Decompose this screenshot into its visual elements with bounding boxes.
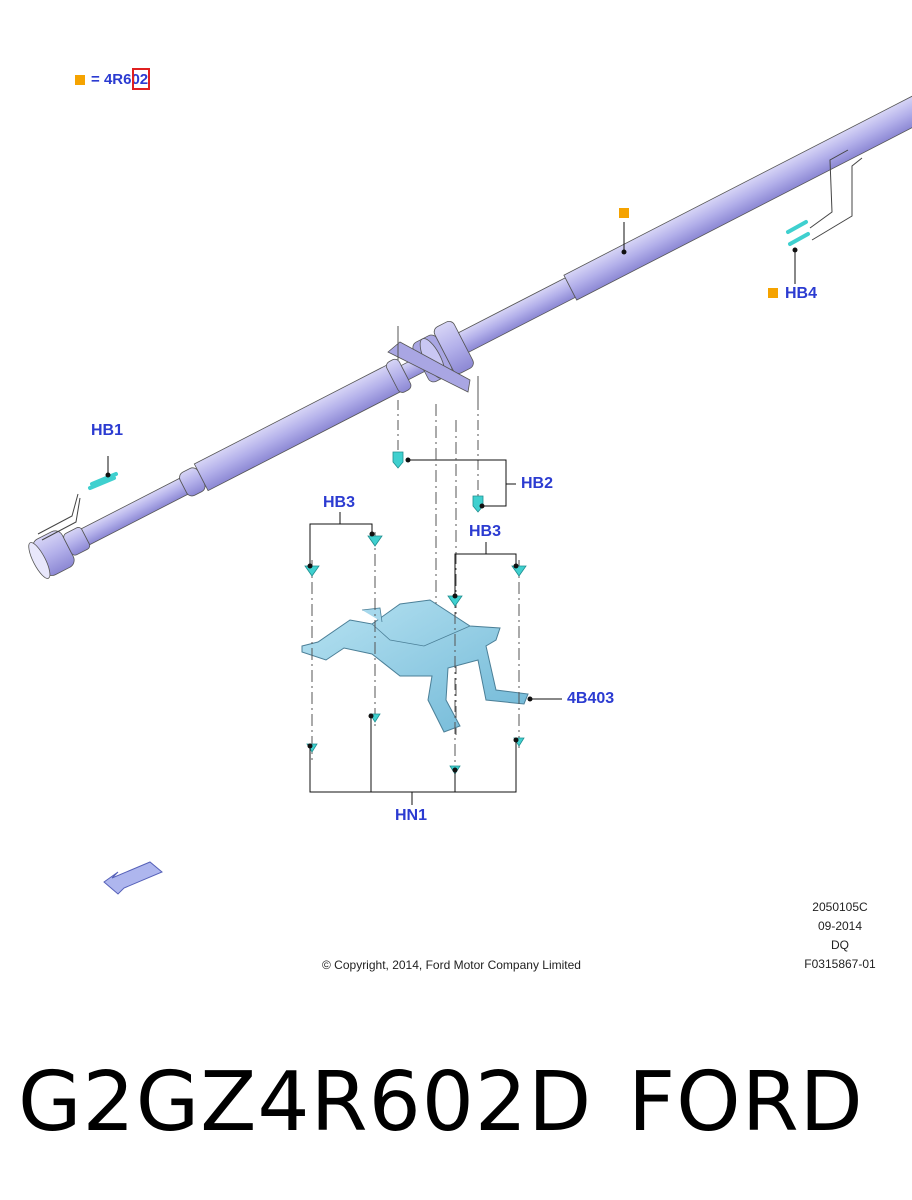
legend-marker-icon bbox=[75, 75, 85, 85]
author-initials: DQ bbox=[831, 938, 849, 952]
copyright-text: © Copyright, 2014, Ford Motor Company Li… bbox=[322, 958, 581, 972]
legend-part-code: 4R602 bbox=[103, 71, 149, 88]
vehicle-front-arrow-icon bbox=[103, 861, 163, 895]
front-clip-hb1 bbox=[37, 456, 118, 541]
callout-hb2: HB2 bbox=[521, 475, 554, 492]
callout-4b403: 4B403 bbox=[567, 690, 615, 707]
brand-name: FORD bbox=[628, 1055, 864, 1150]
legend-equals: = bbox=[91, 71, 100, 88]
drive-shaft bbox=[28, 91, 912, 579]
highlight-box bbox=[132, 68, 150, 90]
shaft-marker-icon bbox=[619, 208, 629, 218]
ref-code: 2050105C bbox=[812, 900, 868, 914]
bracket-fasteners bbox=[304, 512, 527, 805]
heat-shield-4b403 bbox=[301, 599, 562, 733]
callout-hn1: HN1 bbox=[395, 807, 428, 824]
rear-clip-hb4 bbox=[786, 149, 863, 284]
center-bearing-support bbox=[387, 326, 479, 400]
callout-hb3-left: HB3 bbox=[323, 494, 356, 511]
callout-hb1: HB1 bbox=[91, 422, 124, 439]
figure-id: F0315867-01 bbox=[804, 957, 876, 971]
hb4-marker-icon bbox=[768, 288, 778, 298]
callout-hb4: HB4 bbox=[785, 285, 818, 302]
diagram-date: 09-2014 bbox=[817, 919, 863, 933]
legend: = 4R602 bbox=[75, 68, 150, 90]
part-number: G2GZ4R602D bbox=[18, 1055, 593, 1150]
bearing-bolts-hb2 bbox=[392, 400, 516, 513]
callout-hb3-right: HB3 bbox=[469, 523, 502, 540]
exploded-parts-diagram bbox=[28, 91, 912, 895]
